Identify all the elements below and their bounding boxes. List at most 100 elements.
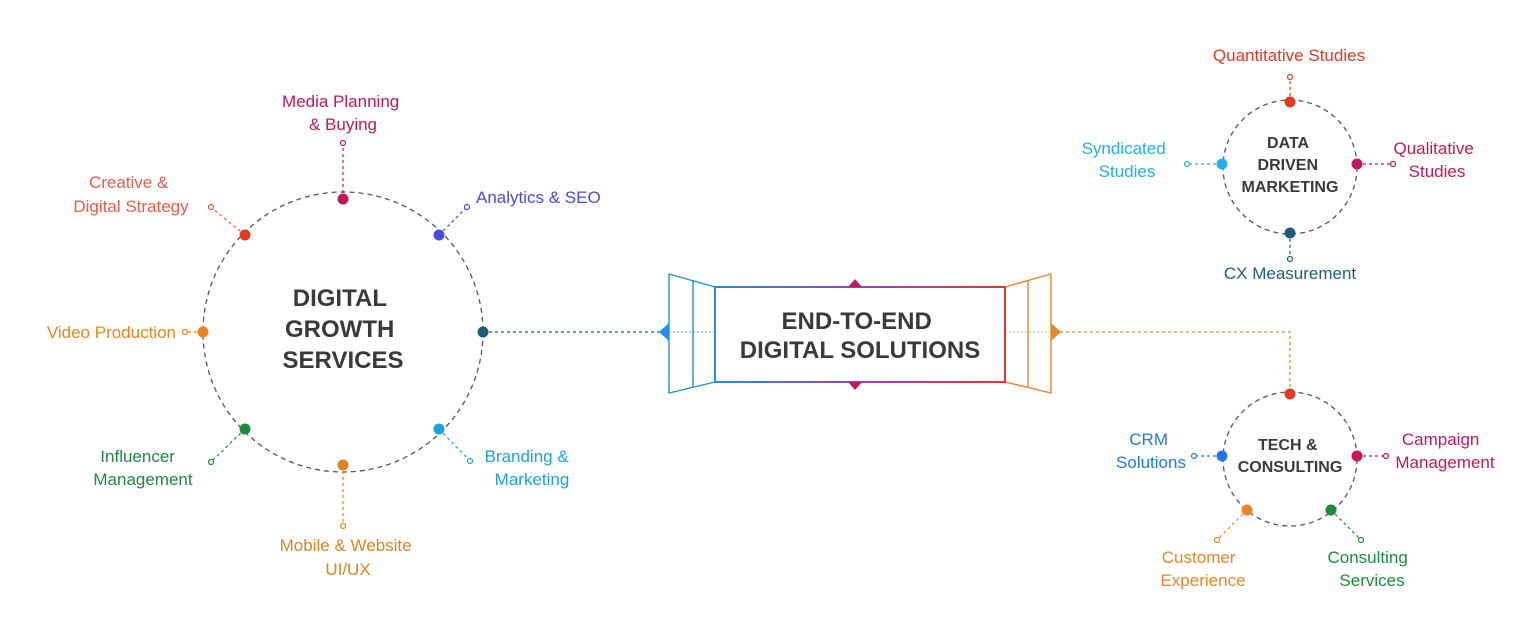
growth-title-line: SERVICES: [283, 347, 404, 374]
node-dot-icon: [433, 229, 445, 241]
svg-text:Branding & Marketing: Branding & Marketing: [485, 447, 574, 489]
node-label: Studies: [1099, 162, 1156, 181]
node-label: Branding &: [485, 447, 570, 466]
node-dot-icon: [433, 423, 445, 435]
node-label: Consulting: [1327, 548, 1407, 567]
node-label: Services: [1339, 571, 1404, 590]
center-left-arrow: [659, 323, 669, 341]
node-label: UI/UX: [325, 560, 370, 579]
center-top-diamond-icon: [848, 279, 862, 287]
growth-node-analytics-seo[interactable]: Analytics & SEO: [433, 188, 601, 241]
node-end-icon: [1382, 452, 1390, 460]
growth-node-media-planning[interactable]: Media Planning & Buying: [282, 92, 404, 205]
node-end-icon: [339, 139, 347, 147]
node-label: Marketing: [495, 470, 570, 489]
svg-text:Mobile & Website UI/UX: Mobile & Website UI/UX: [280, 536, 417, 579]
node-label: & Buying: [309, 115, 377, 134]
node-end-icon: [207, 203, 215, 211]
node-dot-icon: [1284, 96, 1296, 108]
node-end-icon: [1286, 73, 1294, 81]
growth-title-line: DIGITAL: [293, 285, 387, 312]
svg-text:CX Measurement: CX Measurement: [1224, 264, 1357, 283]
node-label: Quantitative Studies: [1213, 46, 1365, 65]
svg-text:Qualitative Studies: Qualitative Studies: [1393, 139, 1478, 181]
node-label: Media Planning: [282, 92, 399, 111]
growth-node-mobile-website[interactable]: Mobile & Website UI/UX: [280, 459, 417, 580]
tech-node-crm-solutions[interactable]: CRM Solutions: [1116, 430, 1228, 472]
node-label: Creative &: [89, 173, 169, 192]
center-bottom-diamond-icon: [848, 382, 862, 390]
center-title-line: END-TO-END: [782, 308, 932, 335]
node-end-icon: [1286, 255, 1294, 263]
tech-title-line: CONSULTING: [1238, 459, 1343, 476]
node-end-icon: [1190, 452, 1198, 460]
data-node-cx-measurement[interactable]: CX Measurement: [1224, 227, 1357, 284]
data-title-line: MARKETING: [1242, 179, 1339, 196]
center-left-wing: [668, 273, 716, 394]
node-label: Solutions: [1116, 453, 1186, 472]
data-node-quantitative-studies[interactable]: Quantitative Studies: [1213, 46, 1365, 108]
svg-text:CRM Solutions: CRM Solutions: [1116, 430, 1186, 472]
center-right-wing: [1004, 273, 1052, 394]
data-node-syndicated-studies[interactable]: Syndicated Studies: [1082, 139, 1228, 181]
node-label: Experience: [1160, 571, 1245, 590]
node-end-icon: [463, 203, 471, 211]
node-end-icon: [1183, 160, 1191, 168]
node-label: CX Measurement: [1224, 264, 1357, 283]
node-label: Customer: [1162, 548, 1236, 567]
node-dot-icon: [1216, 450, 1228, 462]
growth-node-creative-strategy[interactable]: Creative & Digital Strategy: [73, 173, 251, 241]
node-dot-icon: [239, 229, 251, 241]
node-end-icon: [466, 457, 474, 465]
node-end-icon: [181, 328, 189, 336]
growth-node-video-production[interactable]: Video Production: [47, 323, 209, 342]
tech-node-consulting-services[interactable]: Consulting Services: [1325, 504, 1413, 591]
node-label: CRM: [1129, 430, 1168, 449]
svg-text:Analytics & SEO: Analytics & SEO: [476, 188, 601, 207]
tech-connector-dot-icon: [1284, 388, 1296, 400]
node-end-icon: [1357, 536, 1365, 544]
svg-text:Influencer Management: Influencer Management: [93, 447, 193, 489]
node-label: Mobile & Website: [280, 536, 412, 555]
data-node-qualitative-studies[interactable]: Qualitative Studies: [1351, 139, 1479, 181]
node-dot-icon: [239, 423, 251, 435]
node-label: Analytics & SEO: [476, 188, 601, 207]
data-title-line: DRIVEN: [1258, 157, 1318, 174]
data-title-line: DATA: [1267, 135, 1310, 152]
center-right-arrow: [1051, 323, 1061, 341]
tech-node-campaign-management[interactable]: Campaign Management: [1351, 430, 1495, 472]
node-dot-icon: [1351, 450, 1363, 462]
svg-text:Consulting Services: Consulting Services: [1327, 548, 1412, 590]
node-label: Digital Strategy: [73, 197, 189, 216]
node-dot-icon: [1351, 158, 1363, 170]
node-end-icon: [1389, 160, 1397, 168]
node-label: Video Production: [47, 323, 176, 342]
svg-text:Campaign Management: Campaign Management: [1395, 430, 1495, 472]
node-dot-icon: [1241, 504, 1253, 516]
node-label: Influencer: [100, 447, 175, 466]
node-end-icon: [339, 522, 347, 530]
svg-text:Media Planning & Buying: Media Planning & Buying: [282, 92, 404, 134]
growth-connector-dot-icon: [477, 326, 489, 338]
node-label: Management: [93, 470, 193, 489]
node-dot-icon: [337, 193, 349, 205]
svg-text:Video Production: Video Production: [47, 323, 176, 342]
svg-text:Quantitative Studies: Quantitative Studies: [1213, 46, 1365, 65]
node-end-icon: [1213, 536, 1221, 544]
center-to-tech-connector: [1060, 331, 1291, 393]
growth-node-branding-marketing[interactable]: Branding & Marketing: [433, 423, 574, 490]
svg-text:Customer Experience: Customer Experience: [1160, 548, 1245, 590]
data-hub-title: DATA DRIVEN MARKETING: [1242, 135, 1339, 196]
growth-title-line: GROWTH: [285, 316, 394, 343]
tech-node-customer-experience[interactable]: Customer Experience: [1160, 504, 1253, 591]
svg-text:Creative & Digital Strat: Creative & Digital Strategy: [73, 173, 189, 216]
node-dot-icon: [1284, 227, 1296, 239]
node-label: Campaign: [1402, 430, 1480, 449]
node-label: Studies: [1409, 162, 1466, 181]
node-dot-icon: [337, 459, 349, 471]
center-title: END-TO-END DIGITAL SOLUTIONS: [740, 308, 980, 364]
growth-node-influencer-management[interactable]: Influencer Management: [93, 423, 251, 490]
growth-hub-title: DIGITAL GROWTH SERVICES: [283, 285, 404, 374]
node-label: Syndicated: [1082, 139, 1166, 158]
